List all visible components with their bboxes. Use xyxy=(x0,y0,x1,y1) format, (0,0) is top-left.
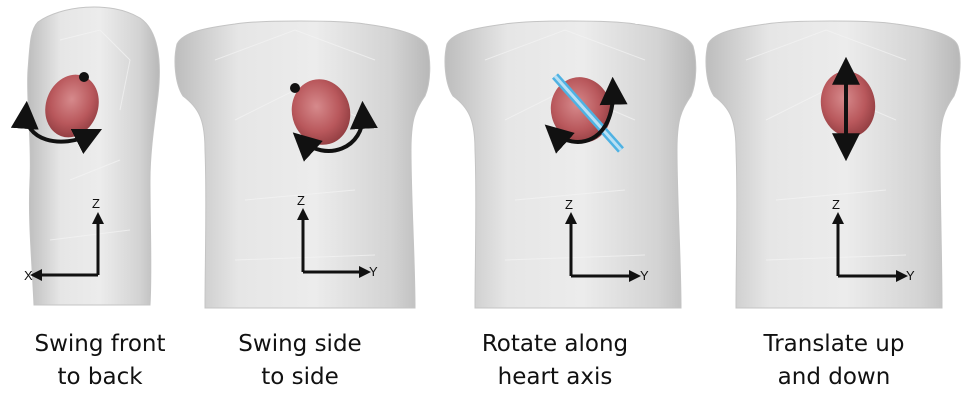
panel-rotate-axis: Z Y Rotate along heart axis xyxy=(445,0,685,397)
axis-label-vertical: Z xyxy=(832,197,840,212)
torso-front-figure: Z Y xyxy=(706,0,946,310)
axis-label-horizontal: X xyxy=(24,268,33,283)
panel-swing-side-side: Z Y Swing side to side xyxy=(175,0,415,397)
caption-line-2: and down xyxy=(714,361,954,394)
axis-label-vertical: Z xyxy=(92,196,100,211)
panel-translate-up-down: Z Y Translate up and down xyxy=(706,0,946,397)
axis-label-vertical: Z xyxy=(565,197,573,212)
torso-front-silhouette xyxy=(706,21,960,308)
axis-label-horizontal: Y xyxy=(640,268,649,283)
heart-apex-dot xyxy=(79,72,89,82)
axis-label-vertical: Z xyxy=(297,193,305,208)
torso-front-figure: Z Y xyxy=(175,0,415,310)
caption: Rotate along heart axis xyxy=(435,328,675,394)
caption-line-2: heart axis xyxy=(435,361,675,394)
caption-line-2: to side xyxy=(180,361,420,394)
torso-front-figure: Z Y xyxy=(445,0,685,310)
caption-line-1: Translate up xyxy=(714,328,954,361)
caption-line-1: Swing side xyxy=(180,328,420,361)
axis-label-horizontal: Y xyxy=(906,268,915,283)
heart-apex-dot xyxy=(290,83,300,93)
caption: Translate up and down xyxy=(714,328,954,394)
torso-side-silhouette xyxy=(28,7,160,305)
caption-line-1: Rotate along xyxy=(435,328,675,361)
axis-label-horizontal: Y xyxy=(369,264,378,279)
caption: Swing side to side xyxy=(180,328,420,394)
